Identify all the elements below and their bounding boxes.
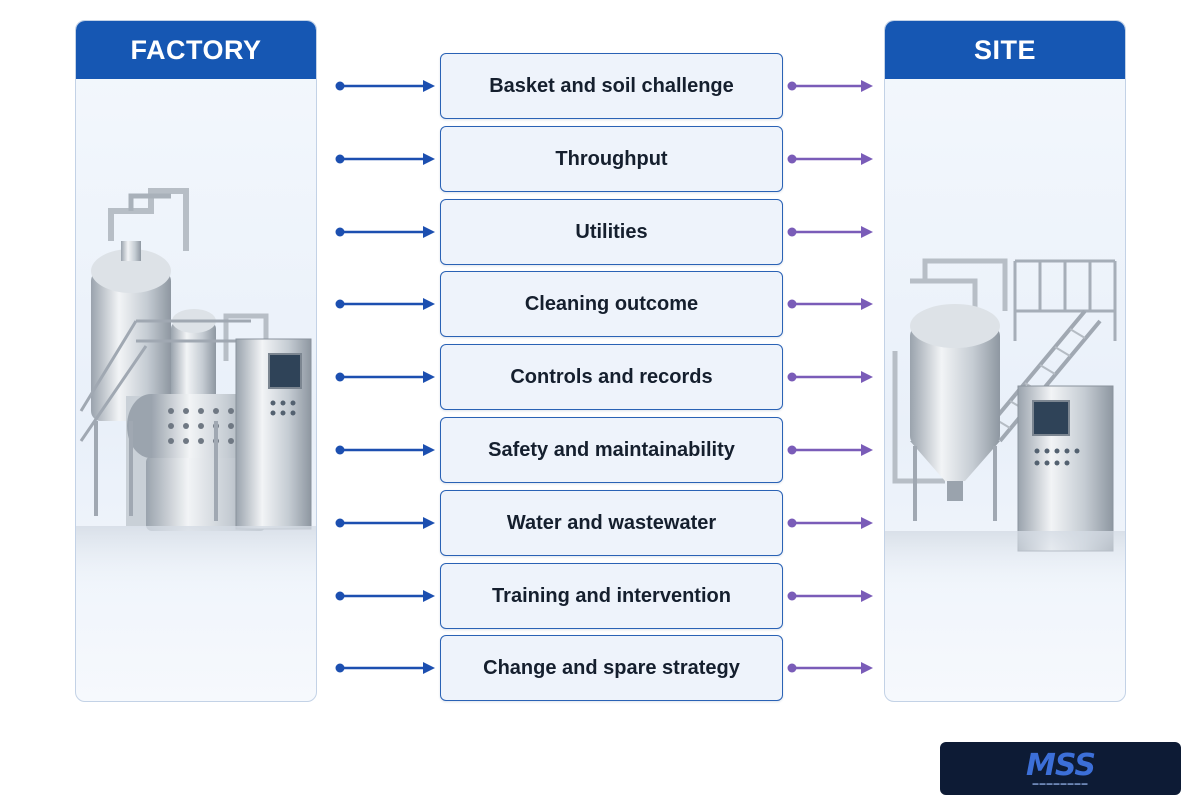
input-arrow bbox=[335, 371, 435, 383]
output-arrow bbox=[787, 298, 873, 310]
input-arrow bbox=[335, 517, 435, 529]
input-arrow bbox=[335, 662, 435, 674]
output-arrow bbox=[787, 590, 873, 602]
brand-logo: MSS ▬▬▬▬▬▬▬▬ bbox=[940, 742, 1181, 795]
criteria-box: Training and intervention bbox=[440, 563, 783, 629]
output-arrow bbox=[787, 662, 873, 674]
output-arrow bbox=[787, 371, 873, 383]
site-machine-image bbox=[885, 258, 1125, 591]
site-panel: SITE bbox=[884, 20, 1126, 702]
site-panel-title: SITE bbox=[885, 21, 1125, 79]
input-arrow bbox=[335, 590, 435, 602]
factory-panel: FACTORY bbox=[75, 20, 317, 702]
factory-panel-title: FACTORY bbox=[76, 21, 316, 79]
criteria-box: Cleaning outcome bbox=[440, 271, 783, 337]
logo-text: MSS bbox=[1026, 747, 1096, 783]
criteria-box: Utilities bbox=[440, 199, 783, 265]
criteria-box: Safety and maintainability bbox=[440, 417, 783, 483]
output-arrow bbox=[787, 517, 873, 529]
criteria-box: Controls and records bbox=[440, 344, 783, 410]
factory-machine-image bbox=[76, 188, 316, 591]
input-arrow bbox=[335, 80, 435, 92]
input-arrow bbox=[335, 153, 435, 165]
output-arrow bbox=[787, 80, 873, 92]
criteria-box: Water and wastewater bbox=[440, 490, 783, 556]
input-arrow bbox=[335, 444, 435, 456]
input-arrow bbox=[335, 226, 435, 238]
output-arrow bbox=[787, 153, 873, 165]
output-arrow bbox=[787, 226, 873, 238]
input-arrow bbox=[335, 298, 435, 310]
criteria-box: Basket and soil challenge bbox=[440, 53, 783, 119]
logo-underline: ▬▬▬▬▬▬▬▬ bbox=[1032, 780, 1089, 787]
output-arrow bbox=[787, 444, 873, 456]
criteria-box: Change and spare strategy bbox=[440, 635, 783, 701]
criteria-box: Throughput bbox=[440, 126, 783, 192]
